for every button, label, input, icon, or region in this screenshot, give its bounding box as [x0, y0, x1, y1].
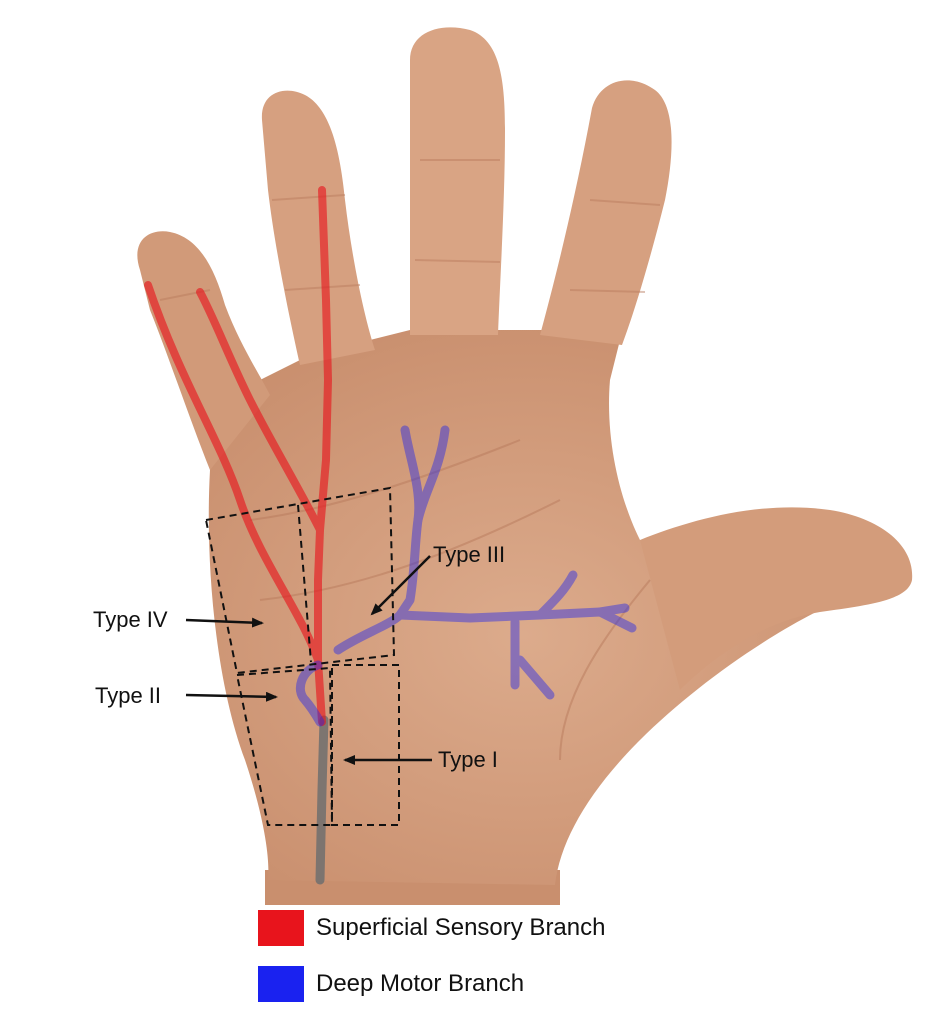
zone-boxes: [204, 486, 400, 826]
zone-type-iv-box: [204, 486, 396, 675]
pointer-arrows: [185, 555, 432, 765]
type-i-label: Type I: [438, 747, 498, 772]
ulnar-nerve-trunk: [315, 715, 329, 885]
zone-type-ii-box: [235, 666, 334, 826]
deep-motor-branch: [296, 425, 637, 727]
zone-divider-upper: [297, 504, 312, 663]
type-ii-label: Type II: [95, 683, 162, 708]
legend-label-deep-motor: Deep Motor Branch: [316, 970, 525, 997]
type-iii-arrow: [370, 555, 431, 616]
legend-swatch-red: [258, 910, 304, 946]
type-iv-label: Type IV: [93, 607, 168, 632]
zone-type-i-box: [331, 664, 400, 826]
hand-palm: [137, 27, 913, 905]
legend-label-superficial: Superficial Sensory Branch: [316, 914, 606, 941]
type-iii-label: Type III: [433, 542, 506, 567]
superficial-sensory-branch: [144, 186, 333, 726]
type-iv-arrow: [185, 617, 264, 628]
type-ii-arrow: [185, 691, 278, 702]
legend-swatch-blue: [258, 966, 304, 1002]
